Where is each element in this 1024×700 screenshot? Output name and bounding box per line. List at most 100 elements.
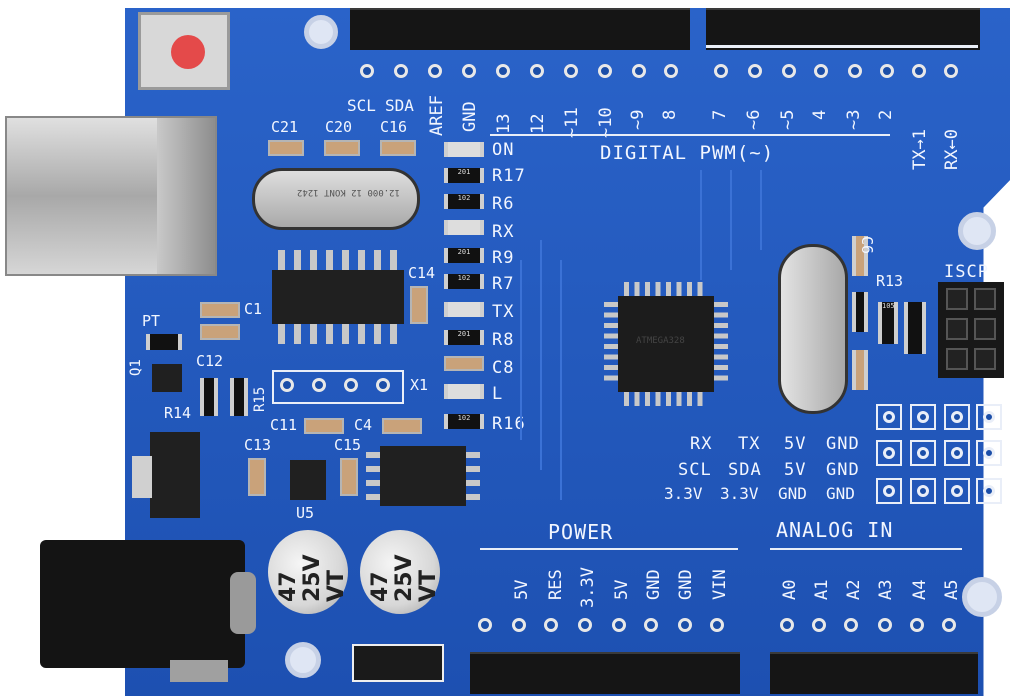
extra-label-rx: RX [690, 434, 713, 454]
header-pin[interactable] [944, 64, 958, 78]
extra-label-gnd-3: GND [778, 484, 807, 503]
label-c16: C16 [380, 118, 408, 136]
header-pin[interactable] [664, 64, 678, 78]
analog-pin[interactable] [910, 618, 924, 632]
header-pin[interactable] [496, 64, 510, 78]
header-pin[interactable] [814, 64, 828, 78]
chip-pins-bottom [278, 324, 398, 344]
header-pin[interactable] [428, 64, 442, 78]
label-c20: C20 [325, 118, 353, 136]
diode [352, 644, 444, 682]
extra-pad[interactable] [876, 404, 902, 430]
x1-pin[interactable] [280, 378, 294, 392]
power-pin[interactable] [678, 618, 692, 632]
diode-d1 [904, 302, 926, 354]
extra-pad[interactable] [910, 404, 936, 430]
regulator-u5 [290, 460, 326, 500]
header-pin[interactable] [360, 64, 374, 78]
header-pin[interactable] [530, 64, 544, 78]
pcb-trace [520, 260, 522, 440]
extra-label-3v3-2: 3.3V [720, 484, 759, 503]
usb-port-face [157, 118, 215, 274]
capacitor-c15 [340, 458, 358, 496]
label-pin-12: 12 [528, 113, 548, 134]
label-pin-tx1: TX→1 [910, 129, 930, 170]
power-pin[interactable] [478, 618, 492, 632]
extra-pad[interactable] [944, 440, 970, 466]
analog-title: ANALOG IN [776, 518, 894, 542]
iscp-pin[interactable] [974, 288, 996, 310]
header-pin[interactable] [748, 64, 762, 78]
power-pin[interactable] [544, 618, 558, 632]
led-label-r17: R17 [492, 166, 526, 186]
analog-pin[interactable] [812, 618, 826, 632]
power-pin[interactable] [644, 618, 658, 632]
iscp-pin[interactable] [946, 348, 968, 370]
label-pin-8: 8 [660, 109, 680, 120]
reset-button[interactable] [138, 12, 230, 90]
top-header-left [350, 8, 690, 50]
header-pin[interactable] [714, 64, 728, 78]
mounting-hole-bottom-right [962, 577, 1002, 617]
crystal-marking: 12.000 12 KONT 1242 [297, 187, 400, 197]
extra-pad[interactable] [876, 478, 902, 504]
extra-pad[interactable] [910, 440, 936, 466]
analog-pin[interactable] [844, 618, 858, 632]
extra-pad[interactable] [876, 440, 902, 466]
led-label-on: ON [492, 140, 515, 160]
power-pin[interactable] [578, 618, 592, 632]
analog-pin[interactable] [942, 618, 956, 632]
iscp-pin[interactable] [946, 318, 968, 340]
cap1-value: 47 [276, 571, 301, 602]
x1-pin[interactable] [344, 378, 358, 392]
label-pin-3: ~3 [844, 109, 864, 130]
x1-pin[interactable] [312, 378, 326, 392]
analog-label-a1: A1 [812, 579, 832, 600]
extra-pad[interactable] [944, 478, 970, 504]
resistor-r6: 102 [444, 194, 484, 209]
voltage-regulator [150, 432, 200, 518]
header-pin[interactable] [880, 64, 894, 78]
pcb-trace [760, 170, 762, 250]
iscp-pin[interactable] [974, 348, 996, 370]
header-pin[interactable] [564, 64, 578, 78]
power-silk-line [480, 548, 738, 550]
fuse-pt [146, 334, 182, 350]
led-rx [444, 220, 484, 235]
extra-label-3v3-1: 3.3V [664, 484, 703, 503]
extra-pad[interactable] [976, 404, 1002, 430]
analog-pin[interactable] [878, 618, 892, 632]
resistor-r17: 201 [444, 168, 484, 183]
header-pin[interactable] [912, 64, 926, 78]
capacitor-c4 [382, 418, 422, 434]
iscp-pin[interactable] [946, 288, 968, 310]
label-pin-rx0: RX←0 [942, 129, 962, 170]
header-pin[interactable] [598, 64, 612, 78]
top-header-silk-line [706, 45, 978, 48]
header-pin[interactable] [782, 64, 796, 78]
power-pin[interactable] [710, 618, 724, 632]
header-pin[interactable] [462, 64, 476, 78]
extra-pad[interactable] [976, 440, 1002, 466]
power-pin[interactable] [512, 618, 526, 632]
extra-pad[interactable] [910, 478, 936, 504]
led-on [444, 142, 484, 157]
power-pin[interactable] [612, 618, 626, 632]
pcb-trace [730, 170, 732, 270]
header-pin[interactable] [848, 64, 862, 78]
resistor-r8: 201 [444, 330, 484, 345]
op-amp-chip [380, 446, 466, 506]
extra-pad[interactable] [976, 478, 1002, 504]
mcu-pins-bottom [624, 392, 708, 406]
header-pin[interactable] [394, 64, 408, 78]
cap1-series: VT [324, 569, 349, 602]
x1-pin[interactable] [376, 378, 390, 392]
cap2-value: 47 [368, 571, 393, 602]
extra-pad[interactable] [944, 404, 970, 430]
analog-pin[interactable] [780, 618, 794, 632]
iscp-pin[interactable] [974, 318, 996, 340]
led-label-r8: R8 [492, 330, 515, 350]
extra-label-gnd-1: GND [826, 434, 860, 454]
header-pin[interactable] [632, 64, 646, 78]
led-label-r7: R7 [492, 274, 515, 294]
